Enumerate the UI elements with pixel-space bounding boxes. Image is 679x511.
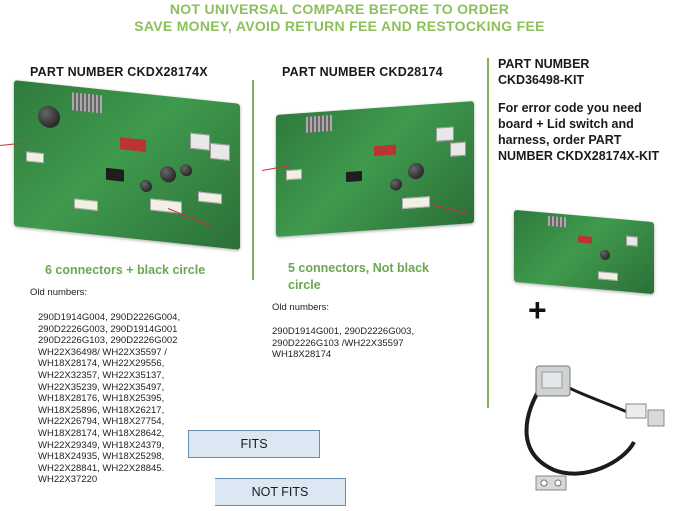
chip xyxy=(106,167,124,182)
heatsink xyxy=(72,92,102,114)
heatsink xyxy=(548,215,566,228)
list-item: WH18X28176, WH18X25395, xyxy=(38,393,165,405)
not-fits-arrow: NOT FITS xyxy=(215,478,346,506)
control-board-ckd28174-image xyxy=(276,101,474,237)
middle-old-numbers-list: 290D1914G001, 290D2226G003, 290D2226G103… xyxy=(272,326,414,361)
left-old-numbers-list: 290D1914G004, 290D2226G004, 290D2226G003… xyxy=(38,312,180,486)
relay xyxy=(190,132,210,151)
banner-line-1: NOT UNIVERSAL COMPARE BEFORE TO ORDER xyxy=(169,1,510,17)
middle-note-line: 5 connectors, Not black xyxy=(288,261,430,275)
fits-arrow: FITS xyxy=(188,430,320,458)
list-item: WH18X28174, WH22X29556, xyxy=(38,358,165,370)
banner-line-2: SAVE MONEY, AVOID RETURN FEE AND RESTOCK… xyxy=(134,18,545,34)
divider-left xyxy=(252,80,254,280)
left-connector-note: 6 connectors + black circle xyxy=(45,263,206,277)
capacitor xyxy=(140,179,152,193)
lid-switch-harness-image xyxy=(524,365,665,491)
list-item: WH18X25896, WH18X26217, xyxy=(38,404,165,416)
heatsink xyxy=(306,115,332,133)
capacitor xyxy=(390,178,402,191)
connector xyxy=(286,169,302,181)
list-item: 290D1914G004, 290D2226G004, xyxy=(38,312,181,323)
middle-old-numbers-label: Old numbers: xyxy=(272,302,330,313)
red-component xyxy=(374,144,396,157)
black-circle-buzzer xyxy=(38,104,60,129)
right-text-line: harness, order PART xyxy=(498,133,622,147)
relay xyxy=(626,235,638,247)
capacitor xyxy=(160,165,176,184)
left-part-number-title: PART NUMBER CKDX28174X xyxy=(30,65,208,79)
fits-arrow-label: FITS xyxy=(240,437,268,451)
list-item: WH18X24935, WH18X25298, xyxy=(38,451,165,463)
divider-right xyxy=(487,58,489,408)
right-text-line: PART NUMBER xyxy=(498,57,590,71)
not-fits-arrow-label: NOT FITS xyxy=(251,485,309,499)
list-item: WH22X37220 xyxy=(38,474,98,486)
middle-connector-note: 5 connectors, Not black circle xyxy=(288,260,429,294)
list-item: 290D2226G003, 290D1914G001 xyxy=(38,323,178,335)
list-item: WH18X28174 xyxy=(272,349,332,361)
connector xyxy=(198,191,222,204)
control-board-kit-image xyxy=(514,209,654,295)
right-kit-description: PART NUMBER CKD36498-KIT For error code … xyxy=(498,56,678,164)
red-component xyxy=(120,137,146,152)
list-item: 290D1914G001, 290D2226G003, xyxy=(272,326,415,337)
right-text-line xyxy=(498,88,678,100)
connector xyxy=(26,151,44,164)
right-text-line: NUMBER CKDX28174X-KIT xyxy=(498,149,660,163)
left-old-numbers-label: Old numbers: xyxy=(30,287,88,298)
connector xyxy=(74,198,98,211)
red-component xyxy=(578,235,592,244)
plus-sign: + xyxy=(528,292,547,328)
list-item: WH22X36498/ WH22X35597 / xyxy=(38,346,167,358)
list-item: 290D2226G103, 290D2226G002 xyxy=(38,335,178,347)
relay xyxy=(450,141,466,157)
capacitor xyxy=(180,163,192,177)
list-item: WH22X32357, WH22X35137, xyxy=(38,369,165,381)
list-item: WH22X28841, WH22X28845. xyxy=(38,462,165,474)
connector xyxy=(598,271,618,281)
right-text-line: CKD36498-KIT xyxy=(498,73,585,87)
list-item: 290D2226G103 /WH22X35597 xyxy=(272,337,404,349)
relay xyxy=(210,142,230,161)
middle-note-line: circle xyxy=(288,278,321,292)
list-item: WH22X35239, WH22X35497, xyxy=(38,381,165,393)
right-text-line: board + Lid switch and xyxy=(498,117,634,131)
chip xyxy=(346,170,362,183)
relay xyxy=(436,126,454,142)
connector xyxy=(402,196,430,210)
right-text-line: For error code you need xyxy=(498,101,642,115)
middle-part-number-title: PART NUMBER CKD28174 xyxy=(282,65,443,79)
list-item: WH22X26794, WH18X27754, xyxy=(38,416,165,428)
list-item: WH22X29349, WH18X24379, xyxy=(38,439,165,451)
capacitor xyxy=(600,249,610,261)
list-item: WH18X28174, WH18X28642, xyxy=(38,427,165,439)
capacitor xyxy=(408,162,424,180)
